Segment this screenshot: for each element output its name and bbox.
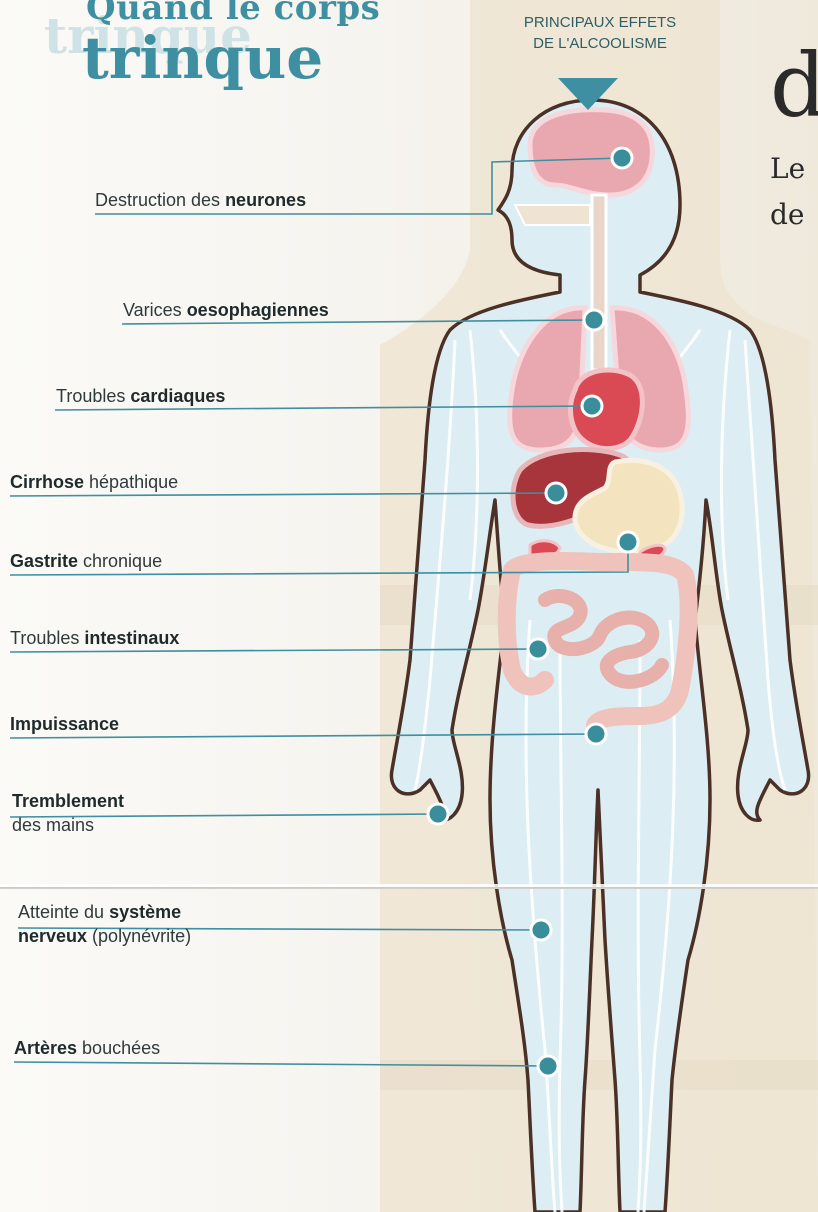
title-line-2: trinque [82,24,323,92]
page-fold [0,884,818,887]
label-line: Destruction des neurones [95,188,306,212]
label-line: Impuissance [10,712,119,736]
dot-marker-icon [546,483,566,503]
label-text: des mains [12,815,94,835]
label-line: Gastrite chronique [10,549,162,573]
label-text: Atteinte du [18,902,109,922]
label-line: Troubles cardiaques [56,384,225,408]
cropped-body-line-1: Le [770,152,805,185]
label-text: bouchées [77,1038,160,1058]
dot-marker-icon [584,310,604,330]
cropped-headline-letter: d [770,34,818,137]
label-bold-text: Gastrite [10,551,78,571]
page-fold-shadow [0,887,818,889]
label-line: des mains [12,813,124,837]
dot-marker-icon [538,1056,558,1076]
label-systeme: Atteinte du systèmenerveux (polynévrite) [18,900,191,948]
label-varices: Varices oesophagiennes [123,298,329,322]
label-text: (polynévrite) [87,926,191,946]
subhead-line-1: PRINCIPAUX EFFETS [500,12,700,33]
label-text: hépathique [84,472,178,492]
dot-marker-icon [428,804,448,824]
label-bold-text: Artères [14,1038,77,1058]
brain [530,110,652,195]
label-line: Tremblement [12,789,124,813]
dot-marker-icon [528,639,548,659]
label-line: Cirrhose hépathique [10,470,178,494]
label-text: Destruction des [95,190,225,210]
subhead-line-2: DE L'ALCOOLISME [500,33,700,54]
label-bold-text: oesophagiennes [187,300,329,320]
oesophagus [592,195,606,370]
label-neurones: Destruction des neurones [95,188,306,212]
label-text: Troubles [10,628,84,648]
label-text: chronique [78,551,162,571]
label-line: nerveux (polynévrite) [18,924,191,948]
label-bold-text: nerveux [18,926,87,946]
label-line: Varices oesophagiennes [123,298,329,322]
label-bold-text: Impuissance [10,714,119,734]
label-bold-text: Cirrhose [10,472,84,492]
dot-marker-icon [586,724,606,744]
label-bold-text: neurones [225,190,306,210]
label-cardiaques: Troubles cardiaques [56,384,225,408]
nasal-passage [515,205,590,225]
subhead: PRINCIPAUX EFFETS DE L'ALCOOLISME [500,12,700,54]
label-bold-text: Tremblement [12,791,124,811]
label-gastrite: Gastrite chronique [10,549,162,573]
label-cirrhose: Cirrhose hépathique [10,470,178,494]
label-tremblement: Tremblement des mains [12,789,124,837]
label-bold-text: intestinaux [84,628,179,648]
label-intestinaux: Troubles intestinaux [10,626,179,650]
cropped-body-line-2: de [770,198,805,231]
dot-marker-icon [582,396,602,416]
dot-marker-icon [618,532,638,552]
dot-marker-icon [612,148,632,168]
label-bold-text: système [109,902,181,922]
label-text: Troubles [56,386,130,406]
label-bold-text: cardiaques [130,386,225,406]
label-line: Troubles intestinaux [10,626,179,650]
label-text: Varices [123,300,187,320]
label-line: Atteinte du système [18,900,191,924]
dot-marker-icon [531,920,551,940]
label-line: Artères bouchées [14,1036,160,1060]
label-impuissance: Impuissance [10,712,119,736]
label-arteres: Artères bouchées [14,1036,160,1060]
